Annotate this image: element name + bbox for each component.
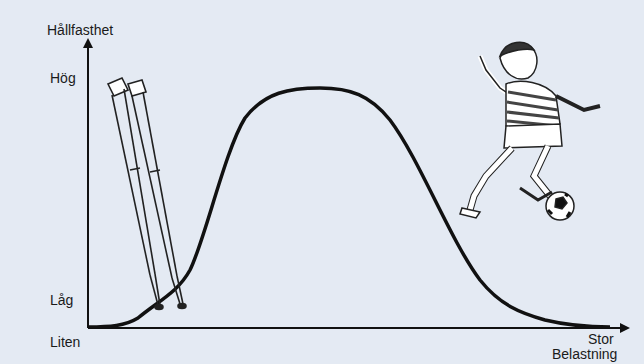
axis-label: Stor bbox=[588, 331, 614, 347]
crutches-illustration bbox=[108, 78, 186, 310]
soccer-player-illustration bbox=[460, 42, 600, 220]
axis-label: Belastning bbox=[552, 346, 617, 362]
strength-curve bbox=[88, 88, 610, 327]
axis-label: Hög bbox=[50, 70, 76, 86]
y-axis bbox=[87, 40, 89, 328]
x-axis bbox=[88, 327, 628, 329]
axis-label: Liten bbox=[50, 334, 80, 350]
axis-label: Låg bbox=[50, 292, 73, 308]
axis-label: Hållfasthet bbox=[47, 22, 113, 38]
